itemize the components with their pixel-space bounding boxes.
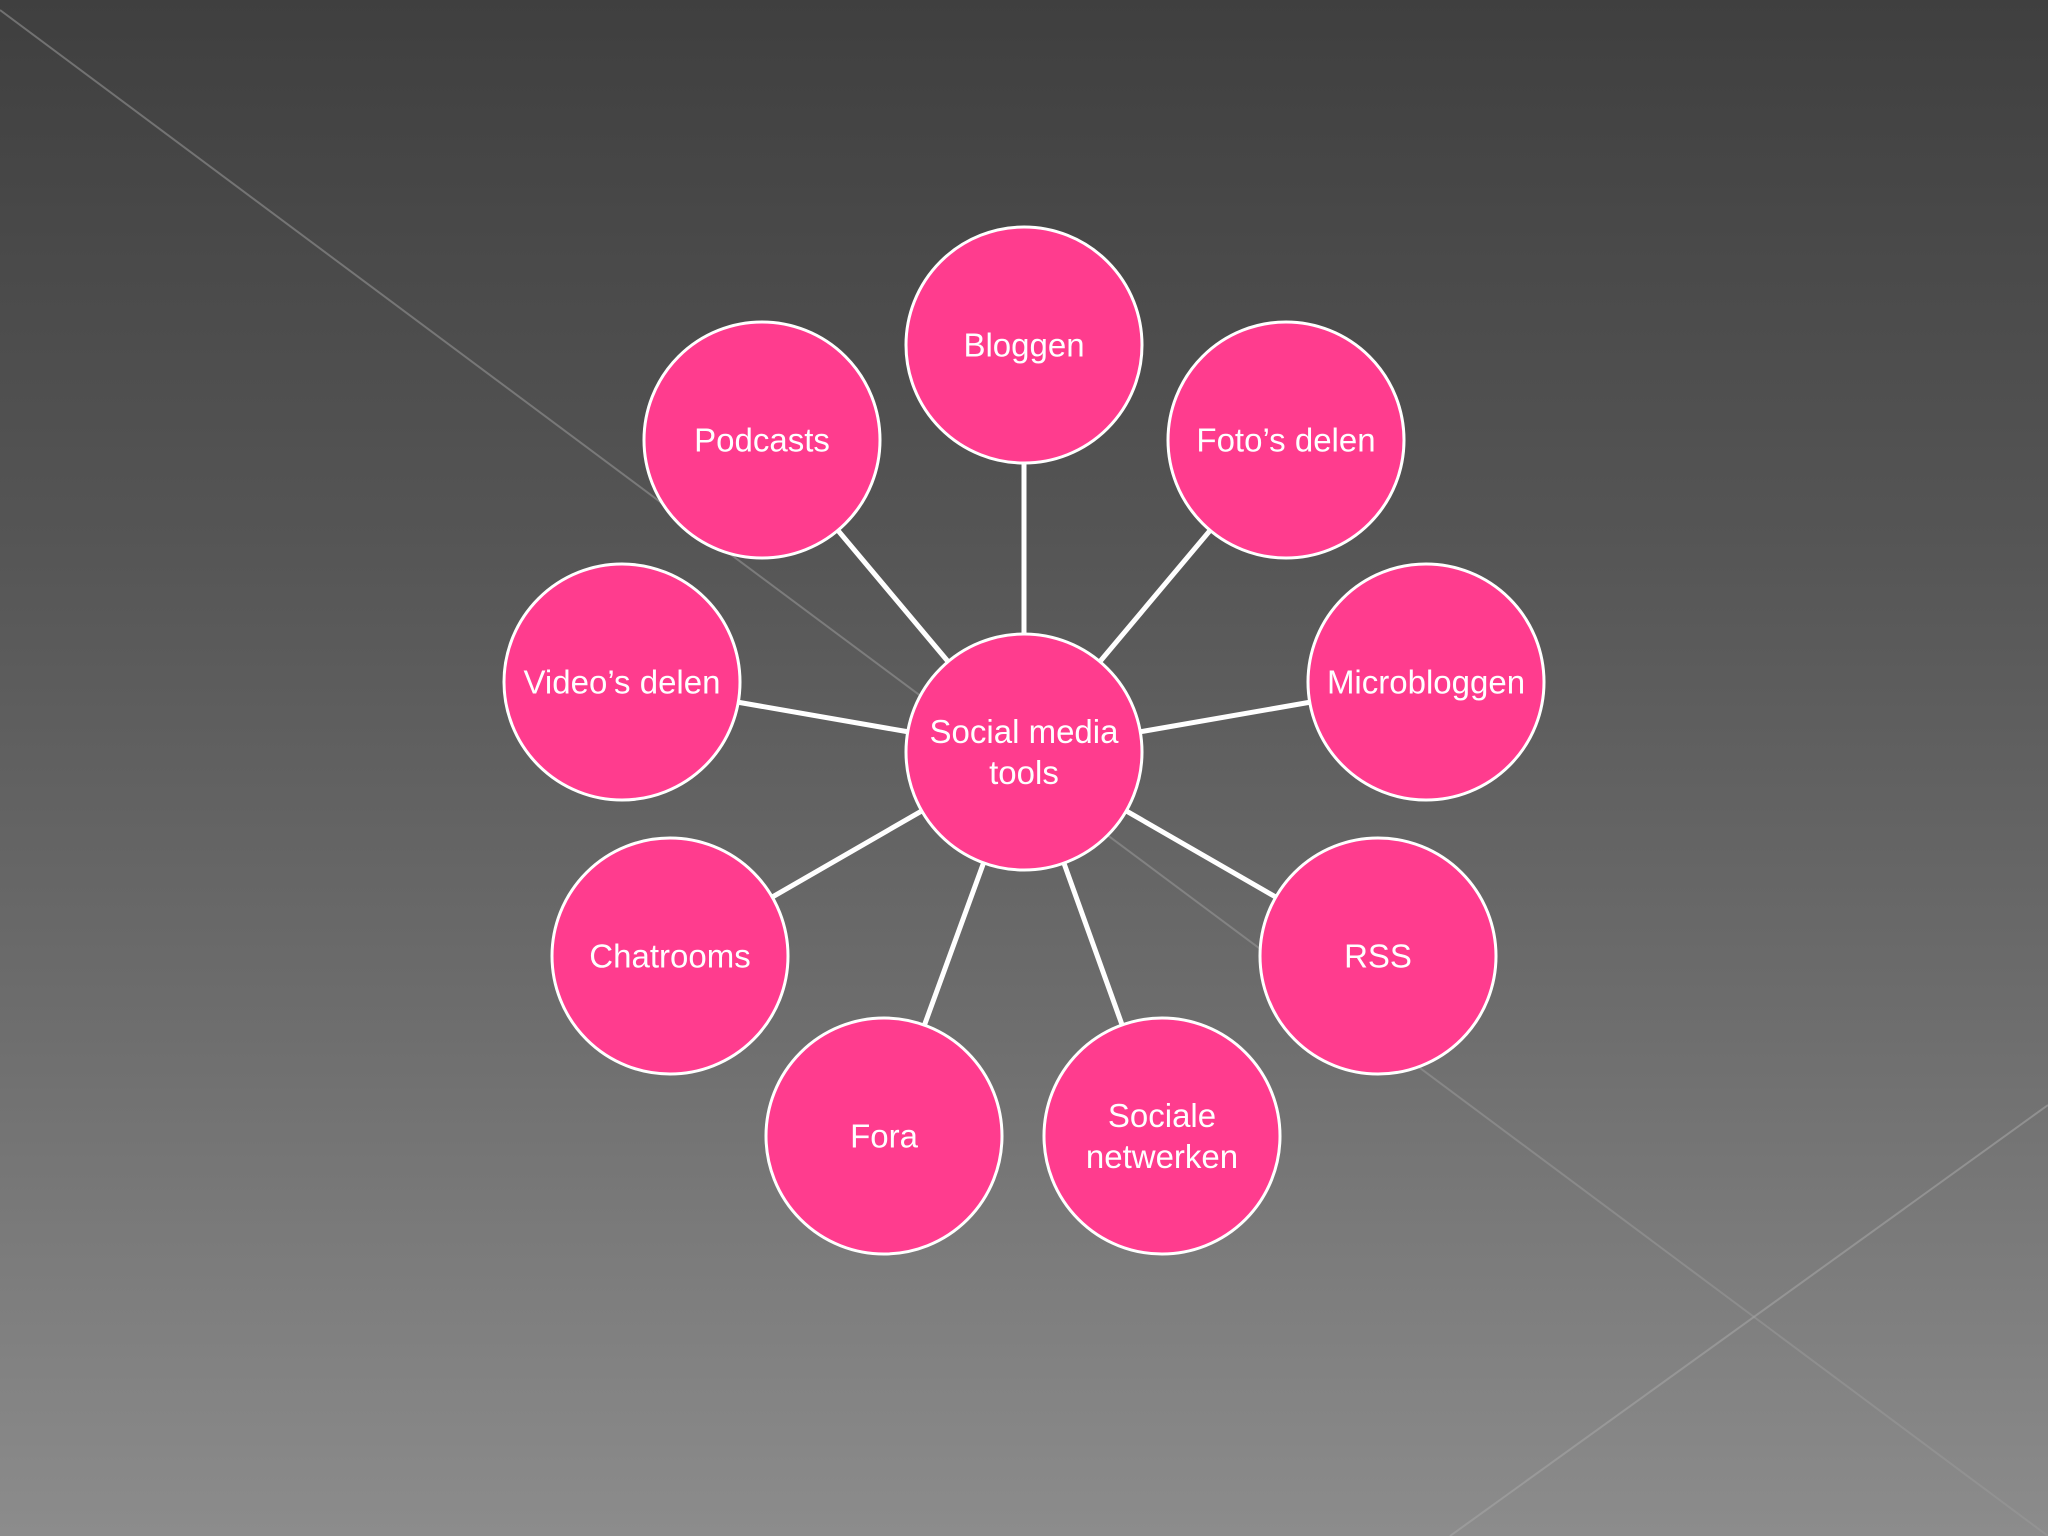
node-circle	[642, 320, 882, 560]
node-label: RSS	[1344, 938, 1412, 975]
node-fora: Fora	[764, 1016, 1004, 1256]
connector-fotos-delen	[1097, 528, 1213, 664]
node-label: netwerken	[1086, 1138, 1238, 1175]
node-circle	[502, 562, 742, 802]
node-circle	[1166, 320, 1406, 560]
node-label: Chatrooms	[589, 938, 750, 975]
node-videos-delen: Video’s delen	[502, 562, 742, 802]
node-circle	[1306, 562, 1546, 802]
node-circle	[764, 1016, 1004, 1256]
node-label: Foto’s delen	[1196, 422, 1375, 459]
node-label: Fora	[850, 1118, 919, 1155]
node-chatrooms: Chatrooms	[550, 836, 790, 1076]
node-label: Bloggen	[963, 327, 1084, 364]
connector-videos-delen	[737, 699, 909, 735]
node-label: Video’s delen	[524, 664, 721, 701]
node-fotos-delen: Foto’s delen	[1166, 320, 1406, 560]
connector-podcasts	[835, 528, 951, 664]
connector-fora	[922, 862, 986, 1026]
node-circle	[550, 836, 790, 1076]
center-node: Social media tools	[904, 632, 1144, 872]
node-circle	[904, 225, 1144, 465]
node-label: tools	[989, 754, 1059, 791]
node-rss: RSS	[1258, 836, 1498, 1076]
node-label: Sociale	[1108, 1097, 1216, 1134]
node-podcasts: Podcasts	[642, 320, 882, 560]
node-label: Microbloggen	[1327, 664, 1525, 701]
connector-rss	[1124, 808, 1278, 900]
center-node-circle	[904, 632, 1144, 872]
connector-microbloggen	[1139, 699, 1311, 735]
connector-sociale-netwerken	[1061, 862, 1125, 1026]
node-microbloggen: Microbloggen	[1306, 562, 1546, 802]
connector-chatrooms	[770, 808, 924, 900]
connectors	[737, 463, 1311, 1026]
node-circle	[1258, 836, 1498, 1076]
background-diagonal-line	[1449, 1104, 2048, 1536]
node-label: Social media	[930, 713, 1120, 750]
node-sociale-netwerken: Sociale netwerken	[1042, 1016, 1282, 1256]
node-circle	[1042, 1016, 1282, 1256]
node-label: Podcasts	[694, 422, 830, 459]
node-bloggen: Bloggen	[904, 225, 1144, 465]
